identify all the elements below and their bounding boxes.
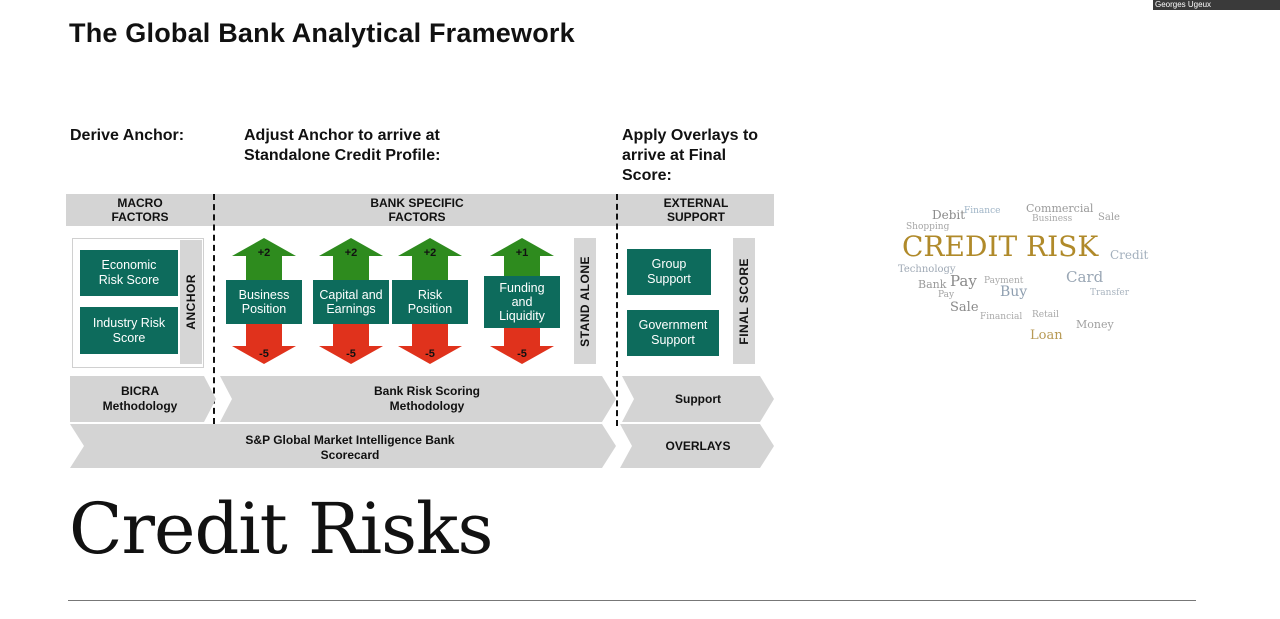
header-apply-overlays: Apply Overlays to arrive at Final Score: <box>622 127 759 184</box>
presenter-video-strip: Georges Ugeux <box>1153 0 1280 10</box>
bottom-rule <box>68 600 1196 601</box>
header-adjust-anchor: Adjust Anchor to arrive at Standalone Cr… <box>244 127 441 164</box>
header-derive-anchor: Derive Anchor: <box>70 127 185 144</box>
support-chevron <box>622 376 774 422</box>
up-down-arrow-icon <box>398 238 462 364</box>
factor-header-bar <box>66 194 774 226</box>
overlays-label: OVERLAYS <box>665 438 731 453</box>
final-score-bar: FINAL SCORE <box>733 238 755 364</box>
bicra-chevron <box>70 376 216 422</box>
sp-scorecard-chevron <box>70 424 616 468</box>
credit-risk-word-cloud: Debit Finance Commercial Business Sale S… <box>898 202 1149 343</box>
bank-risk-chevron <box>220 376 616 422</box>
divider-macro-bank <box>213 194 215 424</box>
stand-alone-bar: STAND ALONE <box>574 238 596 364</box>
chevron-row-methodology <box>70 376 774 422</box>
credit-risks-heading: Credit Risks <box>69 488 493 570</box>
up-down-arrow-icon <box>319 238 383 364</box>
support-label: Support <box>675 391 721 406</box>
word-cloud-main: CREDIT RISK <box>902 230 1099 263</box>
divider-bank-external <box>616 194 618 426</box>
up-down-arrow-icon <box>232 238 296 364</box>
chevron-row-scorecard <box>70 424 774 468</box>
anchor-bar: ANCHOR <box>180 240 202 364</box>
up-down-arrow-icon <box>490 238 554 364</box>
presenter-name: Georges Ugeux <box>1155 0 1212 9</box>
overlays-chevron <box>620 424 774 468</box>
slide-title: The Global Bank Analytical Framework <box>69 18 575 48</box>
